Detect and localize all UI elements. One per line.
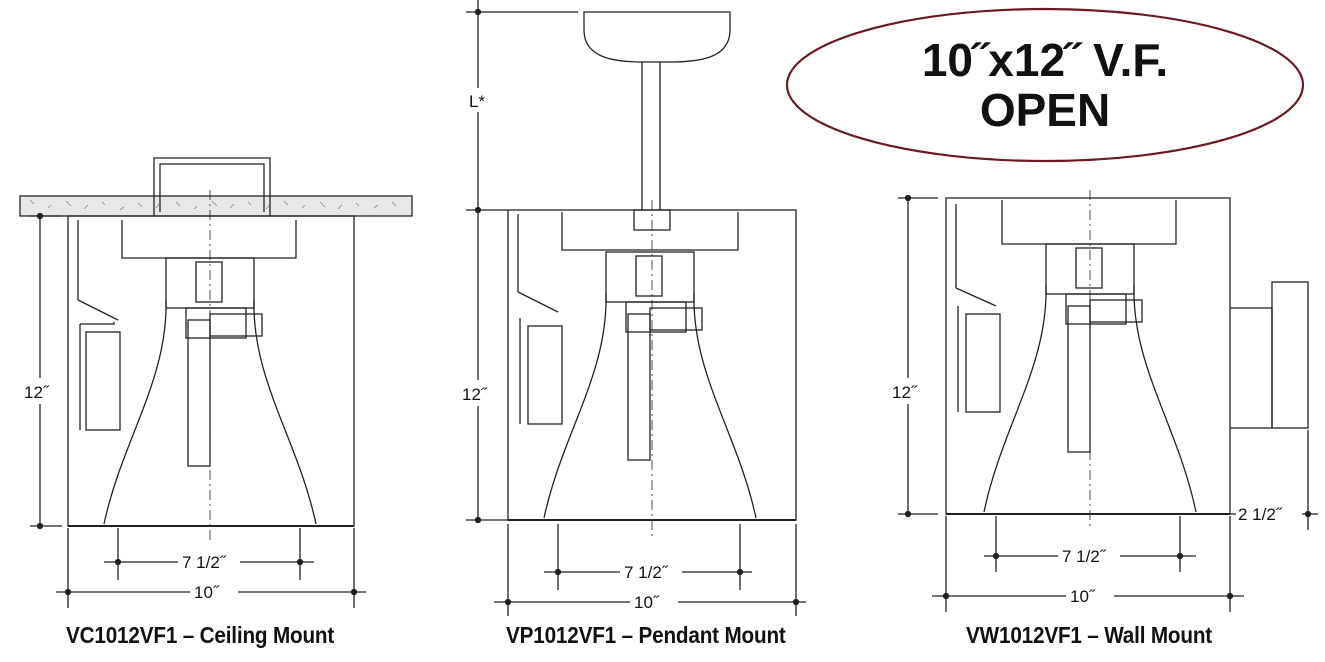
housing xyxy=(945,197,1231,515)
reflector-left xyxy=(543,293,607,519)
reflector-right xyxy=(693,293,757,519)
mounting-plate xyxy=(1001,200,1177,245)
pendant-stem xyxy=(641,62,661,210)
mounting-plate xyxy=(561,212,739,251)
reflector-left xyxy=(983,285,1047,513)
caption-ceiling-mount: VC1012VF1 – Ceiling Mount xyxy=(66,622,335,648)
height-label: 12˝ xyxy=(24,383,50,402)
lamp xyxy=(627,313,651,461)
reflector-right xyxy=(253,299,317,525)
reflector-right xyxy=(1133,285,1197,513)
inner-width-label: 7 1/2˝ xyxy=(182,553,227,572)
height-label: 12˝ xyxy=(462,385,488,404)
wall-plate xyxy=(1271,281,1309,429)
caption-pendant-mount: VP1012VF1 – Pendant Mount xyxy=(506,622,786,648)
stem-label: L* xyxy=(469,92,485,111)
caption-wall-mount: VW1012VF1 – Wall Mount xyxy=(966,622,1213,648)
height-dim xyxy=(898,197,938,515)
height-dim xyxy=(30,215,62,527)
lamp xyxy=(187,319,211,467)
inner-width-label: 7 1/2˝ xyxy=(624,563,669,582)
reflector-left xyxy=(103,299,167,525)
wall-mount-drawing: 12˝ 2 1/2˝ 7 1/2˝ 10˝ xyxy=(890,190,1318,612)
outer-width-label: 10˝ xyxy=(1070,587,1096,606)
title-badge: 10˝x12˝ V.F. OPEN xyxy=(785,7,1305,163)
lamp xyxy=(1067,305,1091,453)
mounting-plate xyxy=(121,220,297,259)
offset-label: 2 1/2˝ xyxy=(1238,505,1283,524)
badge-line2: OPEN xyxy=(980,84,1110,136)
inner-width-label: 7 1/2˝ xyxy=(1062,547,1107,566)
junction-box xyxy=(153,157,271,216)
pendant-mount-drawing: L* 12˝ 7 1/2˝ 10˝ xyxy=(460,0,806,616)
height-label: 12˝ xyxy=(892,383,918,402)
outer-width-label: 10˝ xyxy=(634,593,660,612)
ceiling-mount-drawing: 12˝ 7 1/2˝ 10˝ xyxy=(19,157,413,608)
ballast xyxy=(85,331,121,431)
ballast xyxy=(965,313,1001,413)
canopy xyxy=(583,11,731,63)
ballast xyxy=(527,325,563,425)
outer-width-label: 10˝ xyxy=(194,583,220,602)
badge-ellipse xyxy=(785,7,1305,163)
badge-line1: 10˝x12˝ V.F. xyxy=(922,34,1168,86)
ceiling-slab xyxy=(19,195,413,217)
slab-hatch xyxy=(29,199,397,211)
stem-dim xyxy=(466,0,578,521)
